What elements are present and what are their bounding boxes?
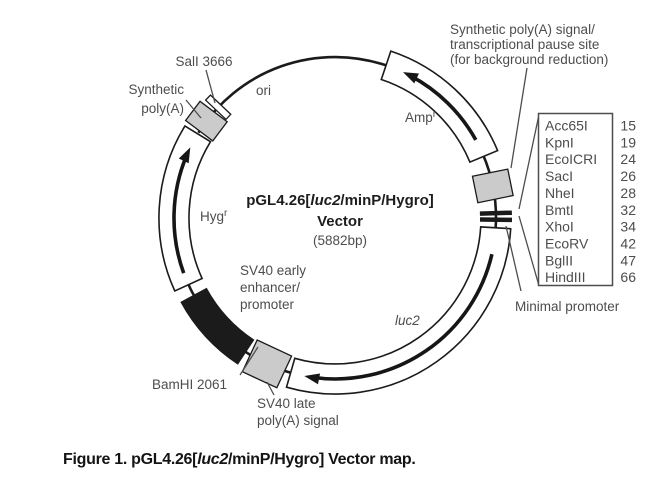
figure-caption: Figure 1. pGL4.26[luc2/minP/Hygro] Vecto… — [63, 451, 416, 468]
sv40-late-label-line2: poly(A) signal — [257, 413, 339, 428]
synthetic-pa-signal-label-line1: Synthetic poly(A) signal/ — [450, 22, 595, 37]
enzyme-position: 28 — [620, 185, 636, 201]
enzyme-position: 34 — [620, 219, 636, 235]
enzyme-name: SacI — [545, 168, 573, 184]
plasmid-size: (5882bp) — [313, 233, 367, 248]
enzyme-name: BglII — [545, 252, 573, 268]
synthetic-pa-signal-segment — [471, 168, 514, 204]
hyg-gene-label: Hygr — [200, 208, 228, 224]
enzyme-position: 32 — [620, 202, 636, 218]
enzyme-box-bracket-top — [518, 116, 540, 210]
bamhi-site-label: BamHI 2061 — [152, 377, 227, 392]
sal-site-label: SalI 3666 — [175, 54, 232, 69]
mcs-tick — [479, 210, 512, 216]
plasmid-name: pGL4.26[luc2/minP/Hygro] — [246, 192, 434, 209]
sv40-early-label-line1: SV40 early — [240, 263, 306, 278]
sal-leader-line — [205, 69, 216, 104]
enzyme-position: 24 — [620, 151, 636, 167]
enzyme-position: 19 — [620, 134, 636, 150]
amp-gene-label: Ampr — [405, 109, 437, 125]
luc2-arrow-head — [304, 373, 321, 385]
minimal-promoter-tick — [479, 217, 513, 223]
hyg-arrow-tail — [172, 154, 189, 274]
enzyme-name: Acc65I — [545, 118, 588, 134]
enzyme-position: 47 — [620, 252, 636, 268]
enzyme-name: HindIII — [545, 269, 585, 285]
enzyme-list-box — [537, 112, 614, 287]
luc2-gene-label: luc2 — [395, 313, 420, 328]
luc2-gene-segment — [285, 226, 512, 395]
enzyme-name: NheI — [545, 185, 575, 201]
plasmid-title: pGL4.26[luc2/minP/Hygro] Vector (5882bp) — [246, 192, 434, 248]
synthetic-pa-signal-label-line2: transcriptional pause site — [450, 37, 599, 52]
amp-gene-segment — [380, 50, 499, 164]
synthetic-polya-label-line2: poly(A) — [141, 101, 184, 116]
minimal-promoter-leader-line — [505, 225, 522, 292]
plasmid-name-line2: Vector — [317, 213, 363, 230]
synthetic-pa-signal-label-line3: (for background reduction) — [450, 52, 608, 67]
enzyme-name: EcoICRI — [545, 151, 597, 167]
minimal-promoter-label: Minimal promoter — [515, 299, 620, 314]
enzyme-box-bracket-bottom — [518, 215, 540, 285]
sv40-late-polya-segment — [241, 339, 293, 389]
sv40-early-label-line3: promoter — [240, 297, 295, 312]
enzyme-name: KpnI — [545, 134, 574, 150]
sv40-late-leader-line — [266, 381, 275, 396]
hyg-arrow-head — [178, 147, 191, 164]
synthetic-polya-leader-line — [185, 99, 202, 119]
ori-label: ori — [256, 83, 271, 98]
synthetic-pa-signal-leader-line — [510, 67, 528, 169]
sv40-early-label-line2: enhancer/ — [240, 280, 300, 295]
enzyme-position: 66 — [620, 269, 636, 285]
amp-arrow-tail — [409, 74, 478, 141]
enzyme-name: EcoRV — [545, 235, 589, 251]
synthetic-polya-label-line1: Synthetic — [128, 82, 184, 97]
luc2-arrow-tail — [312, 253, 494, 381]
restriction-site-list: Acc65I 15 KpnI 19 EcoICRI 24 SacI 26 Nhe… — [537, 112, 636, 287]
hyg-direction-arrow — [172, 147, 191, 274]
enzyme-name: XhoI — [545, 219, 574, 235]
enzyme-name: BmtI — [545, 202, 574, 218]
leader-lines — [185, 67, 540, 396]
amp-arrow-head — [403, 72, 419, 84]
enzyme-position: 15 — [620, 118, 636, 134]
sal-site-tick — [204, 94, 232, 121]
luc2-direction-arrow — [304, 253, 494, 385]
amp-direction-arrow — [403, 72, 478, 141]
enzyme-position: 42 — [620, 235, 636, 251]
enzyme-position: 26 — [620, 168, 636, 184]
sv40-late-label-line1: SV40 late — [257, 396, 316, 411]
sv40-early-enhancer-promoter-segment — [180, 287, 255, 365]
bamhi-leader-line — [239, 346, 259, 376]
hyg-gene-segment — [158, 124, 212, 293]
